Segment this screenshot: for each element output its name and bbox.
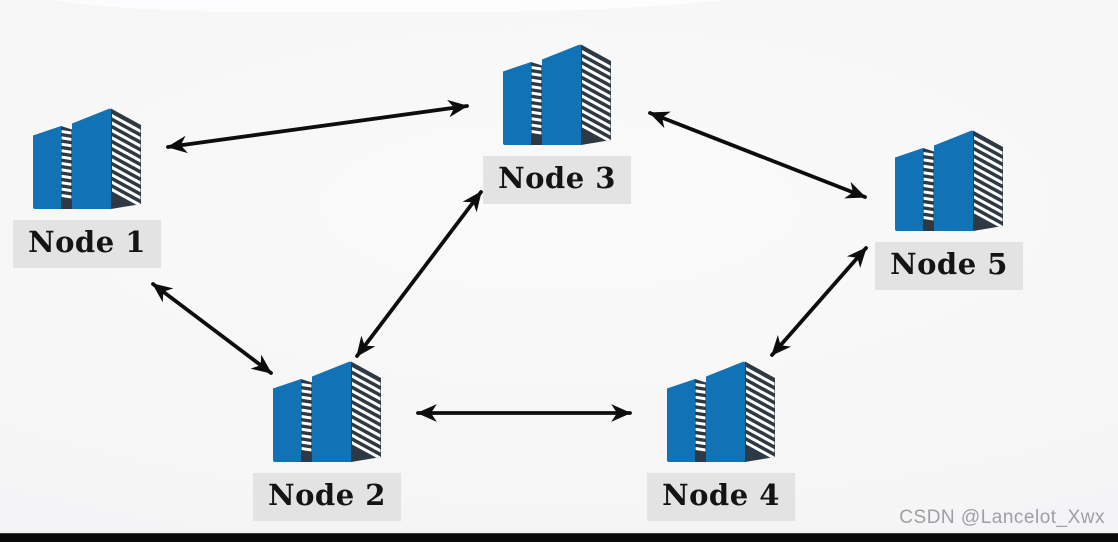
node-1-label: Node 1	[13, 220, 161, 268]
edge-node-4-node-5	[770, 246, 868, 357]
edge-node-1-node-3	[166, 99, 469, 154]
office-buildings-icon	[502, 44, 612, 146]
office-buildings-icon	[272, 361, 382, 463]
diagram-node-3: Node 3	[483, 44, 631, 204]
bottom-bar	[0, 533, 1118, 542]
edge-node-2-node-3	[355, 190, 483, 358]
diagram-node-4: Node 4	[647, 361, 795, 521]
edge-node-1-node-2	[151, 282, 273, 375]
office-buildings-icon	[32, 108, 142, 210]
edge-node-3-node-5	[648, 111, 867, 199]
diagram-node-1: Node 1	[13, 108, 161, 268]
diagram-node-2: Node 2	[253, 361, 401, 521]
node-5-label: Node 5	[875, 242, 1023, 290]
watermark: CSDN @Lancelot_Xwx	[899, 507, 1105, 528]
office-buildings-icon	[894, 130, 1004, 232]
node-4-label: Node 4	[647, 473, 795, 521]
diagram-node-5: Node 5	[875, 130, 1023, 290]
node-3-label: Node 3	[483, 156, 631, 204]
office-buildings-icon	[666, 361, 776, 463]
node-2-label: Node 2	[253, 473, 401, 521]
